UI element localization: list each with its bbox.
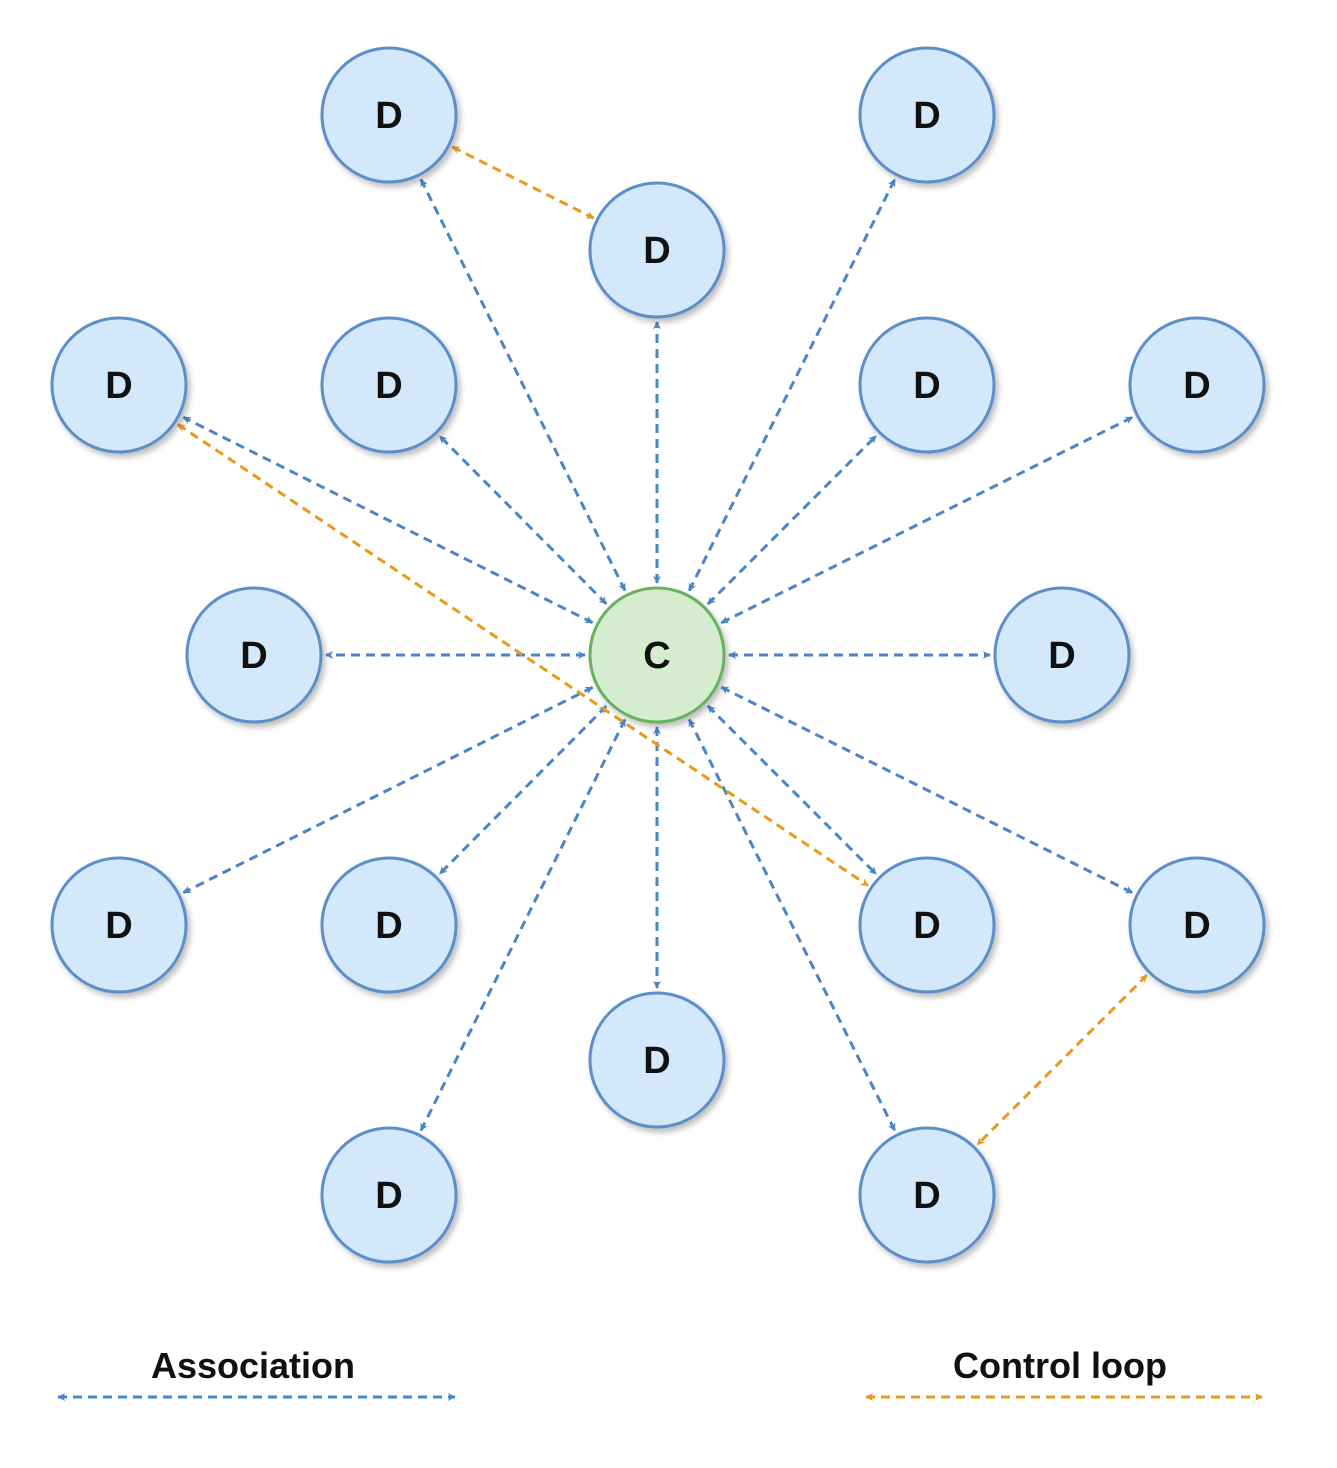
device-node-label: D: [1183, 905, 1210, 947]
device-node: D: [1128, 316, 1266, 454]
device-node-circle: [993, 586, 1131, 724]
device-node-circle: [1128, 856, 1266, 994]
device-node-circle: [320, 856, 458, 994]
control-loop-edge: [976, 974, 1148, 1146]
device-node-label: D: [643, 1040, 670, 1082]
device-node-label: D: [105, 365, 132, 407]
device-node-label: D: [375, 1175, 402, 1217]
device-node: D: [320, 856, 458, 994]
device-node-label: D: [913, 365, 940, 407]
device-node-label: D: [240, 635, 267, 677]
device-node: D: [1128, 856, 1266, 994]
device-node: D: [185, 586, 323, 724]
legend-association-label: Association: [151, 1345, 355, 1386]
device-node: D: [588, 181, 726, 319]
device-node-label: D: [105, 905, 132, 947]
device-node-circle: [588, 991, 726, 1129]
device-node-label: D: [375, 905, 402, 947]
device-node-circle: [320, 1126, 458, 1264]
legend-control-loop: Control loop: [865, 1345, 1263, 1401]
device-node-circle: [50, 856, 188, 994]
device-node: D: [320, 316, 458, 454]
device-node-circle: [858, 1126, 996, 1264]
association-edge: [706, 434, 878, 606]
device-node-label: D: [913, 905, 940, 947]
controller-node: C: [588, 586, 726, 724]
device-node: D: [993, 586, 1131, 724]
association-edge: [438, 705, 608, 875]
device-node-circle: [1128, 316, 1266, 454]
device-node: D: [320, 46, 458, 184]
device-node-label: D: [913, 95, 940, 137]
device-node-circle: [858, 856, 996, 994]
control-loop-edge: [451, 145, 595, 220]
device-node-label: D: [1183, 365, 1210, 407]
device-node: D: [858, 316, 996, 454]
device-node-circle: [858, 316, 996, 454]
device-node: D: [320, 1126, 458, 1264]
device-node-label: D: [1048, 635, 1075, 677]
device-node: D: [588, 991, 726, 1129]
device-node-circle: [185, 586, 323, 724]
device-node-circle: [320, 316, 458, 454]
device-node: D: [858, 1126, 996, 1264]
nodes: D D D D D D D D D D D D D D D D C: [50, 46, 1266, 1264]
control-loop-edge: [177, 423, 869, 887]
device-node-label: D: [375, 365, 402, 407]
device-node: D: [50, 856, 188, 994]
legend: Association Control loop: [57, 1345, 1263, 1401]
device-node-circle: [50, 316, 188, 454]
control-loop-edges: [177, 145, 1148, 1146]
device-node: D: [50, 316, 188, 454]
device-node-circle: [320, 46, 458, 184]
device-node-label: D: [375, 95, 402, 137]
controller-node-label: C: [643, 635, 670, 677]
legend-association: Association: [57, 1345, 456, 1401]
device-node-label: D: [643, 230, 670, 272]
legend-control-loop-label: Control loop: [953, 1345, 1167, 1386]
device-node-circle: [588, 181, 726, 319]
association-edge: [706, 704, 878, 876]
device-node: D: [858, 46, 996, 184]
device-node-label: D: [913, 1175, 940, 1217]
device-node: D: [858, 856, 996, 994]
controller-node-circle: [588, 586, 726, 724]
device-node-circle: [858, 46, 996, 184]
association-edge: [438, 435, 608, 605]
